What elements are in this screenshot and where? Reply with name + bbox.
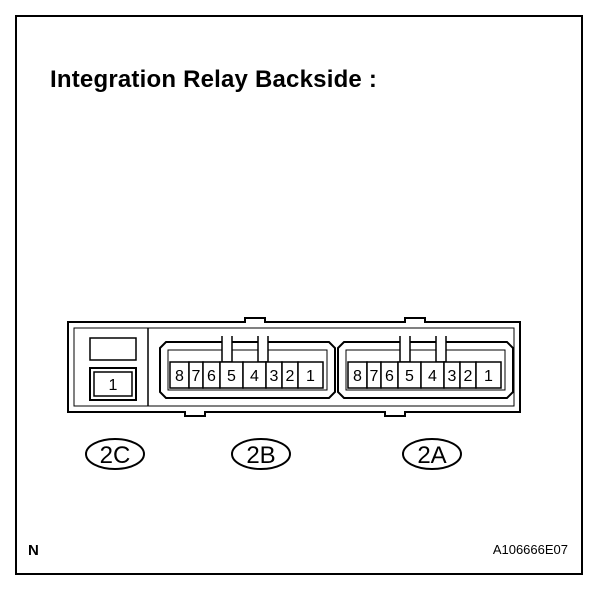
connector-2a-pin-label: 3 <box>448 368 457 385</box>
connector-2a-latch <box>435 336 447 363</box>
connector-2c-pin-label: 1 <box>109 377 118 394</box>
connector-2a-latch <box>399 336 411 363</box>
connector-2b-pin-label: 5 <box>227 368 236 385</box>
connector-2b-pin-label: 6 <box>207 368 216 385</box>
connector-2b-latch <box>221 336 233 363</box>
connector-2a-pin-cell <box>475 361 502 389</box>
labels-layer: 2C 2B 2A <box>85 438 462 470</box>
connector-2a-pin-label: 4 <box>428 368 437 385</box>
connector-2b-pin-label: 4 <box>250 368 259 385</box>
connector-2a-pin-label: 1 <box>484 368 493 385</box>
connector-2a-pin-label: 7 <box>370 368 379 385</box>
connector-2b-pin-label: 2 <box>286 368 295 385</box>
connector-2b-pin-cell <box>297 361 324 389</box>
relay-housing-inner <box>73 327 515 407</box>
connector-2b-pin-label: 3 <box>270 368 279 385</box>
connector-2b-pin-label: 1 <box>306 368 315 385</box>
connector-2a-pin-label: 5 <box>405 368 414 385</box>
connector-2b-label: 2B <box>246 442 275 469</box>
diagram-frame <box>15 15 583 575</box>
connector-2b-label-ellipse <box>231 438 291 470</box>
connector-2b-pin-label: 8 <box>175 368 184 385</box>
connector-2c-pin-cell <box>93 371 133 397</box>
connector-2a-pin-label: 8 <box>353 368 362 385</box>
connector-2b-pin-label: 7 <box>192 368 201 385</box>
connector-2a-pin-label: 6 <box>385 368 394 385</box>
connector-2a-pin-label: 2 <box>464 368 473 385</box>
connector-2a-label: 2A <box>417 442 446 469</box>
connector-2c-top-block <box>89 337 137 361</box>
corner-code-right: A106666E07 <box>492 542 568 557</box>
corner-code-left: N <box>28 542 39 559</box>
connector-2b-latch <box>257 336 269 363</box>
connector-2a-label-ellipse <box>402 438 462 470</box>
diagram-title: Integration Relay Backside : <box>50 66 378 93</box>
connector-2c-label: 2C <box>100 442 131 469</box>
connector-2c-label-ellipse <box>85 438 145 470</box>
